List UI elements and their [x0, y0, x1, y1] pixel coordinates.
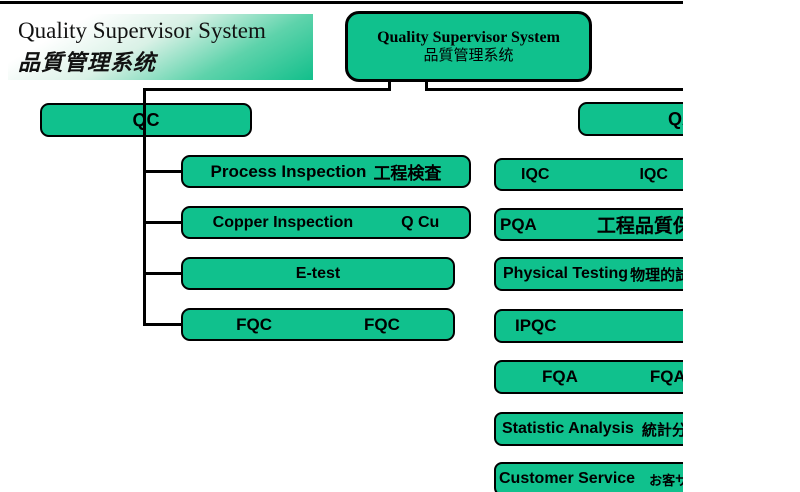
connector-stub-copper	[145, 221, 182, 224]
node-qa-label: QA	[668, 108, 683, 129]
node-ipqc-label: IPQC	[515, 316, 557, 335]
node-fqa[interactable]: FQA FQA	[494, 360, 683, 394]
connector-stub-etest	[145, 272, 182, 275]
node-statistic-analysis[interactable]: Statistic Analysis 統計分	[494, 412, 683, 446]
node-root-subtitle: 品質管理系统	[423, 48, 514, 64]
node-statistic-analysis-label-jp: 統計分	[641, 421, 683, 439]
node-fqc-label-jp: FQC	[364, 314, 400, 334]
slide-title: Quality Supervisor System	[18, 18, 266, 43]
node-pqa-label-en: PQA	[500, 214, 537, 234]
node-root-title: Quality Supervisor System	[377, 29, 560, 46]
node-copper-inspection-label-jp: Q Cu	[401, 213, 440, 231]
connector-stub-process	[145, 170, 182, 173]
node-etest-label: E-test	[295, 264, 341, 282]
node-physical-testing-label-jp: 物理的試	[630, 266, 683, 284]
node-copper-inspection[interactable]: Copper Inspection Q Cu	[181, 206, 471, 239]
node-fqa-label-en: FQA	[542, 367, 578, 386]
node-qa[interactable]: QA	[578, 102, 683, 136]
node-statistic-analysis-label-en: Statistic Analysis	[502, 420, 634, 437]
node-ipqc[interactable]: IPQC	[494, 309, 683, 343]
node-physical-testing[interactable]: Physical Testing 物理的試	[494, 257, 683, 291]
node-iqc[interactable]: IQC IQC	[494, 158, 683, 191]
slide-subtitle: 品質管理系统	[18, 50, 157, 75]
slide-title-banner: Quality Supervisor System 品質管理系统	[8, 14, 313, 80]
node-customer-service-label-en: Customer Service	[499, 470, 636, 487]
connector-left-horizontal	[143, 88, 391, 91]
node-physical-testing-label-en: Physical Testing	[503, 265, 629, 282]
connector-root-right-stub	[425, 80, 428, 91]
node-root[interactable]: Quality Supervisor System 品質管理系统	[345, 11, 592, 82]
node-customer-service[interactable]: Customer Service お客サ	[494, 462, 683, 492]
connector-qc-trunk	[143, 88, 146, 326]
node-pqa[interactable]: PQA 工程品質保	[494, 208, 683, 241]
node-iqc-label-jp: IQC	[639, 165, 668, 183]
node-process-inspection[interactable]: Process Inspection 工程検査	[181, 155, 471, 188]
node-iqc-label-en: IQC	[521, 165, 550, 183]
connector-root-left-stub	[388, 80, 391, 91]
node-fqa-label-jp: FQA	[649, 367, 683, 386]
node-fqc[interactable]: FQC FQC	[181, 308, 455, 341]
connector-right-horizontal	[425, 88, 683, 91]
connector-stub-fqc	[145, 323, 182, 326]
node-pqa-label-jp: 工程品質保	[596, 216, 683, 237]
node-process-inspection-label-en: Process Inspection	[210, 161, 367, 181]
node-copper-inspection-label-en: Copper Inspection	[212, 213, 354, 231]
node-etest[interactable]: E-test	[181, 257, 455, 290]
node-qc-label: QC	[132, 109, 160, 130]
slide-clip-region: Quality Supervisor System 品質管理系统 Quality…	[0, 1, 683, 492]
top-rule	[0, 1, 683, 4]
node-fqc-label-en: FQC	[236, 314, 272, 334]
node-process-inspection-label-jp: 工程検査	[373, 164, 442, 183]
node-qc[interactable]: QC	[40, 103, 252, 137]
node-customer-service-label-jp: お客サ	[649, 472, 683, 488]
